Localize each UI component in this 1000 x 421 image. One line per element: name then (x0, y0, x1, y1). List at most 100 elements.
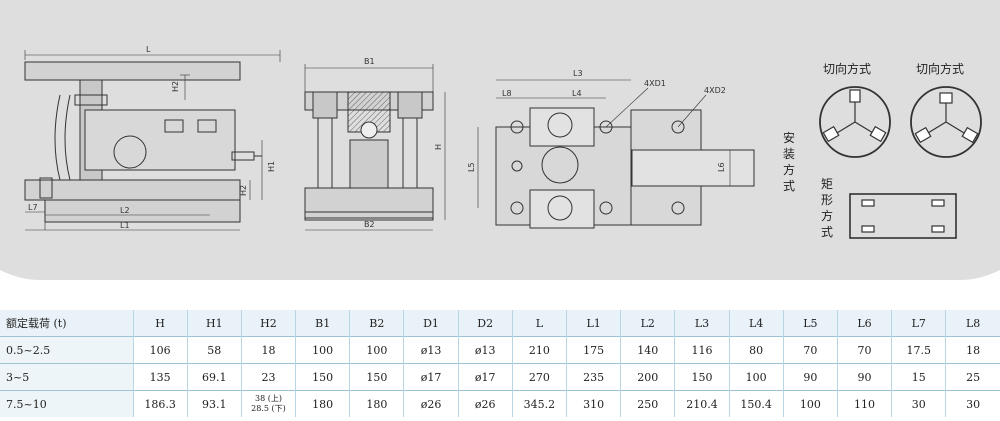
header-cell: 额定载荷 (t) (0, 310, 133, 337)
dim-L5: L5 (467, 162, 476, 172)
table-cell: 200 (620, 363, 675, 391)
table-cell: 69.1 (186, 363, 242, 391)
tangent-diagram-1 (819, 86, 891, 158)
rect-title-char-3: 方 (821, 208, 833, 223)
dim-B1: B1 (364, 57, 375, 66)
dim-4xD1: 4XD1 (644, 79, 666, 88)
table-cell: 30 (891, 390, 946, 417)
table-cell: 150 (295, 363, 350, 391)
table-cell: 110 (836, 390, 892, 417)
rect-title-char-1: 矩 (821, 177, 833, 191)
table-cell: 150.4 (728, 390, 784, 417)
rect-title-char-2: 形 (821, 193, 833, 207)
table-cell: 18 (945, 336, 1000, 364)
table-cell: 100 (782, 390, 838, 417)
table-cell: 17.5 (891, 336, 946, 364)
header-cell: L2 (620, 310, 675, 337)
table-cell: 100 (349, 336, 404, 364)
table-cell: 70 (836, 336, 892, 364)
spec-table: 额定载荷 (t) H H1 H2 B1 B2 D1 D2 L L1 L2 L3 … (0, 310, 1000, 417)
table-row: 0.5~2.5 106 58 18 100 100 ø13 ø13 210 17… (0, 336, 1000, 364)
table-cell-h2-dual: 38 (上) 28.5 (下) (240, 390, 296, 417)
header-cell: L4 (728, 310, 784, 337)
table-cell: 180 (295, 390, 350, 417)
table-cell: 18 (240, 336, 296, 364)
table-cell: 310 (565, 390, 621, 417)
table-cell: 7.5~10 (0, 390, 133, 417)
dim-B2: B2 (364, 220, 375, 229)
table-cell: ø26 (457, 390, 513, 417)
table-cell: ø17 (403, 363, 459, 391)
header-cell: L5 (782, 310, 838, 337)
table-cell: 3~5 (0, 363, 133, 391)
header-cell: H1 (186, 310, 242, 337)
install-title-char-2: 装 (783, 147, 795, 161)
header-cell: L6 (836, 310, 892, 337)
header-cell: L8 (945, 310, 1000, 337)
header-cell: D1 (403, 310, 459, 337)
h2-lower-value: 28.5 (下) (251, 404, 286, 413)
header-cell: L1 (565, 310, 621, 337)
table-cell: 345.2 (511, 390, 567, 417)
table-cell: 210 (511, 336, 567, 364)
dim-L7: L7 (28, 203, 38, 212)
table-cell: 235 (565, 363, 621, 391)
front-view (304, 64, 446, 231)
top-view (477, 79, 755, 229)
side-view (24, 50, 281, 231)
table-cell: 100 (295, 336, 350, 364)
dim-H1: H1 (267, 161, 276, 172)
table-cell: 23 (240, 363, 296, 391)
drawing-svg: L H2 H1 H2 L7 L2 L1 B1 H B2 (0, 0, 1000, 280)
table-cell: 150 (674, 363, 730, 391)
table-cell: 93.1 (186, 390, 242, 417)
table-cell: 90 (836, 363, 892, 391)
table-row: 7.5~10 186.3 93.1 38 (上) 28.5 (下) 180 18… (0, 390, 1000, 417)
rect-title-char-4: 式 (821, 225, 833, 239)
tangent-label-2: 切向方式 (916, 61, 964, 76)
dim-H2-top: H2 (171, 81, 180, 92)
table-cell: 140 (620, 336, 675, 364)
dim-L2: L2 (120, 206, 130, 215)
h2-upper-value: 38 (上) (254, 394, 282, 403)
install-title-char-1: 安 (783, 130, 795, 145)
table-cell: ø26 (403, 390, 459, 417)
table-cell: ø13 (403, 336, 459, 364)
table-cell: 116 (674, 336, 730, 364)
header-cell: L (511, 310, 567, 337)
table-cell: 90 (782, 363, 838, 391)
table-cell: 25 (945, 363, 1000, 391)
table-cell: 150 (349, 363, 404, 391)
header-cell: L3 (674, 310, 730, 337)
table-cell: 70 (782, 336, 838, 364)
table-cell: 210.4 (674, 390, 730, 417)
table-cell: 0.5~2.5 (0, 336, 133, 364)
table-cell: 250 (620, 390, 675, 417)
dim-L4: L4 (572, 89, 582, 98)
dim-H2-bottom: H2 (239, 185, 248, 196)
table-cell: 30 (945, 390, 1000, 417)
header-cell: D2 (457, 310, 513, 337)
table-cell: 58 (186, 336, 242, 364)
tangent-label-1: 切向方式 (823, 61, 871, 76)
rectangular-diagram (849, 193, 957, 239)
tangent-diagram-2 (910, 86, 982, 158)
table-cell: 180 (349, 390, 404, 417)
table-cell: ø17 (457, 363, 513, 391)
table-header-row: 额定载荷 (t) H H1 H2 B1 B2 D1 D2 L L1 L2 L3 … (0, 310, 1000, 337)
install-title-char-4: 式 (783, 179, 795, 193)
table-cell: ø13 (457, 336, 513, 364)
header-cell: B2 (349, 310, 404, 337)
table-cell: 80 (728, 336, 784, 364)
technical-drawing: L H2 H1 H2 L7 L2 L1 B1 H B2 (0, 0, 1000, 280)
dim-4xD2: 4XD2 (704, 86, 726, 95)
table-cell: 270 (511, 363, 567, 391)
table-row: 3~5 135 69.1 23 150 150 ø17 ø17 270 235 … (0, 363, 1000, 391)
dim-L1: L1 (120, 221, 130, 230)
dim-L8: L8 (502, 89, 512, 98)
header-cell: H (132, 310, 188, 337)
table-cell: 15 (891, 363, 946, 391)
dim-L6: L6 (717, 162, 726, 172)
header-cell: H2 (240, 310, 296, 337)
dim-L3: L3 (573, 69, 583, 78)
